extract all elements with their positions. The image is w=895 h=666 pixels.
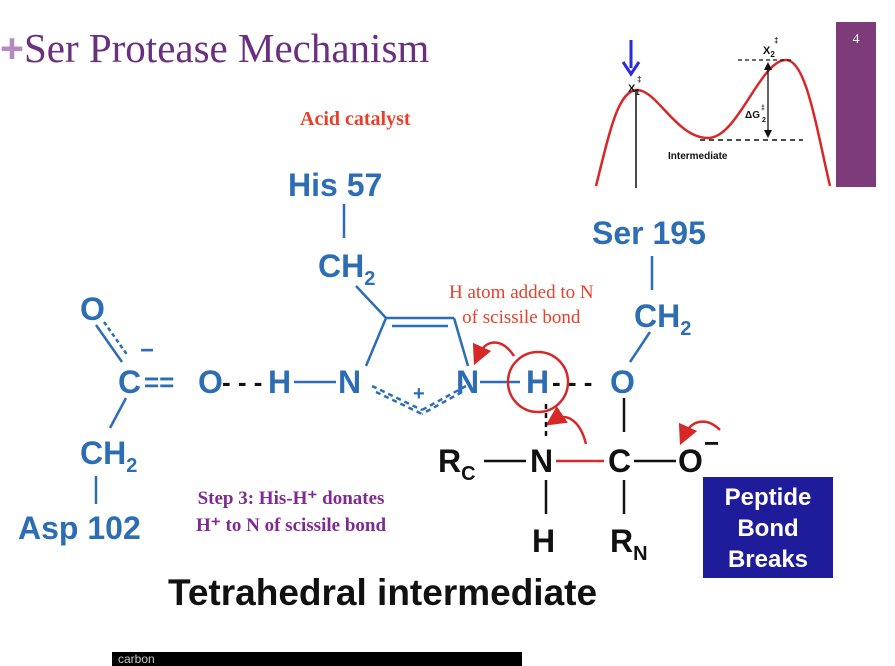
transferred-h: H (526, 364, 549, 400)
asp102-label: Asp 102 (18, 510, 141, 546)
x1-label: X1 (628, 83, 640, 97)
asp-co-bond (94, 324, 124, 363)
substrate-n: N (530, 443, 553, 479)
his-n1: N (338, 364, 361, 400)
his-bond-2 (355, 285, 387, 319)
proton-arrow-icon (472, 341, 516, 366)
his57-label: His 57 (288, 167, 382, 203)
ser-ch2: CH2 (634, 298, 691, 340)
his-hn: H (268, 364, 291, 400)
x2-label: X2 (763, 45, 775, 59)
annotation-line-1: H atom added to N (449, 282, 594, 303)
asp-minus: − (140, 337, 154, 364)
asp-o-top: O (80, 291, 105, 327)
dg-label: ΔG (745, 110, 760, 121)
dg-arrow-down (764, 130, 772, 138)
asp-ch2: CH2 (80, 435, 137, 477)
intermediate-label: Intermediate (668, 151, 728, 162)
asp-double-bond: == (144, 367, 174, 397)
caption-bar: carbon (112, 652, 522, 666)
oxyanion-minus: − (704, 428, 719, 458)
hbond-dashes-1: - - - (222, 367, 262, 397)
peptide-bond-box: Peptide Bond Breaks (703, 477, 833, 578)
asp-o-right: O (198, 364, 223, 400)
plus-icon: + (0, 25, 24, 71)
h-atom-annotation: H atom added to N of scissile bond (449, 280, 594, 330)
rn-label: RN (610, 523, 648, 565)
asp-co-partial (102, 321, 130, 357)
asp-carbon: C (118, 364, 141, 400)
h-highlight-circle (506, 350, 570, 414)
rc-label: RC (438, 443, 476, 485)
dg-arrow-up (764, 62, 772, 70)
his-ch2: CH2 (318, 248, 375, 290)
ser195-label: Ser 195 (592, 215, 706, 251)
acid-catalyst-label: Acid catalyst (300, 108, 411, 130)
slide-accent-bar (836, 22, 876, 187)
hbond-dashes-2: - - - (552, 367, 592, 397)
oxyanion-arrow-icon (678, 420, 721, 446)
ring-plus-charge: + (413, 383, 425, 405)
his-n3: N (456, 364, 479, 400)
slide-title-text: Ser Protease Mechanism (23, 25, 430, 71)
step3-text: Step 3: His-H⁺ donates H⁺ to N of scissi… (196, 485, 386, 539)
annotation-line-2: of scissile bond (462, 307, 581, 328)
x2-dagger: ‡ (774, 36, 778, 45)
slide-title: +Ser Protease Mechanism (0, 24, 429, 72)
ser-bond-2 (628, 331, 652, 363)
peptide-line-2: Bond (737, 515, 799, 542)
amide-h: H (532, 523, 555, 559)
energy-curve (594, 58, 832, 187)
down-arrow-icon (621, 61, 641, 77)
n-to-h-arrow-icon (545, 406, 588, 445)
step-line-2: H⁺ to N of scissile bond (196, 515, 387, 536)
slide-number: 4 (852, 32, 860, 47)
dg-sub: 2 (762, 117, 766, 124)
dg-dagger: ‡ (761, 105, 765, 112)
imidazole-ring (364, 316, 470, 416)
oxyanion-o: O (678, 443, 703, 479)
peptide-line-3: Breaks (727, 546, 809, 573)
ser-o: O (610, 364, 635, 400)
tetrahedral-intermediate-title: Tetrahedral intermediate (168, 572, 598, 613)
x1-dagger: ‡ (637, 75, 641, 84)
energy-diagram: X1 ‡ X2 ‡ ΔG ‡ 2 Intermediate (594, 36, 832, 188)
peptide-line-1: Peptide (724, 484, 812, 511)
asp-bond-down (108, 397, 128, 429)
substrate-c: C (608, 443, 631, 479)
step-line-1: Step 3: His-H⁺ donates (197, 488, 385, 509)
